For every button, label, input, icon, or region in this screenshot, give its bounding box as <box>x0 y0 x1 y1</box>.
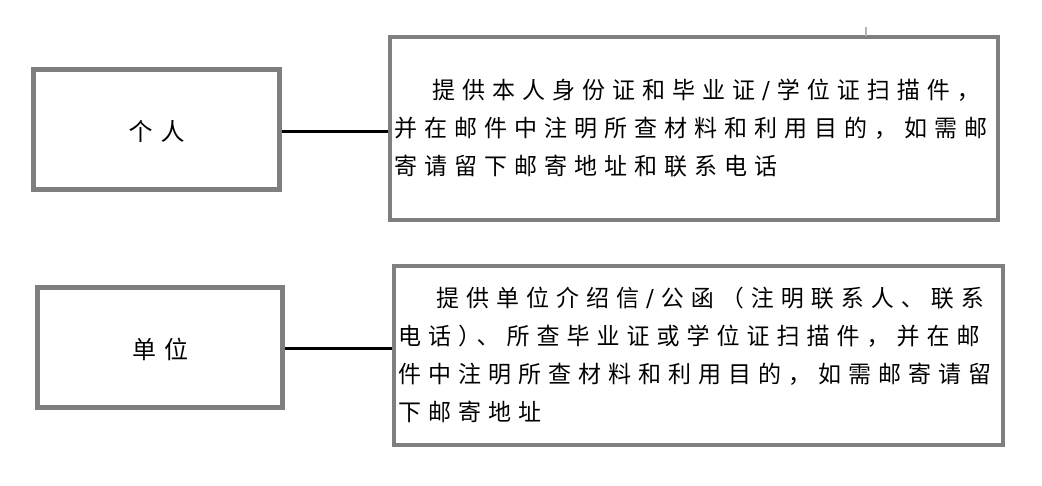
node-individual: 个人 <box>31 67 282 192</box>
description-text-organization: 提供单位介绍信/公函（注明联系人、联系 电话）、所查毕业证或学位证扫描件，并在邮… <box>396 280 1001 432</box>
description-line: 件中注明所查材料和利用目的，如需邮寄请留 <box>398 361 998 388</box>
description-box-organization: 提供单位介绍信/公函（注明联系人、联系 电话）、所查毕业证或学位证扫描件，并在邮… <box>392 264 1005 447</box>
description-line: 寄请留下邮寄地址和联系电话 <box>394 153 784 180</box>
connector-line-organization <box>285 347 392 350</box>
node-organization: 单位 <box>35 285 285 410</box>
connector-line-individual <box>282 130 388 133</box>
node-individual-label: 个人 <box>128 118 193 146</box>
description-line: 下邮寄地址 <box>398 399 548 426</box>
description-line: 并在邮件中注明所查材料和利用目的，如需邮 <box>394 115 994 142</box>
description-box-individual: 提供本人身份证和毕业证/学位证扫描件， 并在邮件中注明所查材料和利用目的，如需邮… <box>388 35 1000 222</box>
node-organization-label: 单位 <box>132 336 196 364</box>
description-text-individual: 提供本人身份证和毕业证/学位证扫描件， 并在邮件中注明所查材料和利用目的，如需邮… <box>392 72 996 186</box>
description-line: 提供单位介绍信/公函（注明联系人、联系 <box>436 285 991 312</box>
description-line: 电话）、所查毕业证或学位证扫描件，并在邮 <box>398 323 987 350</box>
description-line: 提供本人身份证和毕业证/学位证扫描件， <box>432 77 987 104</box>
caret-artifact-mark <box>865 27 867 36</box>
